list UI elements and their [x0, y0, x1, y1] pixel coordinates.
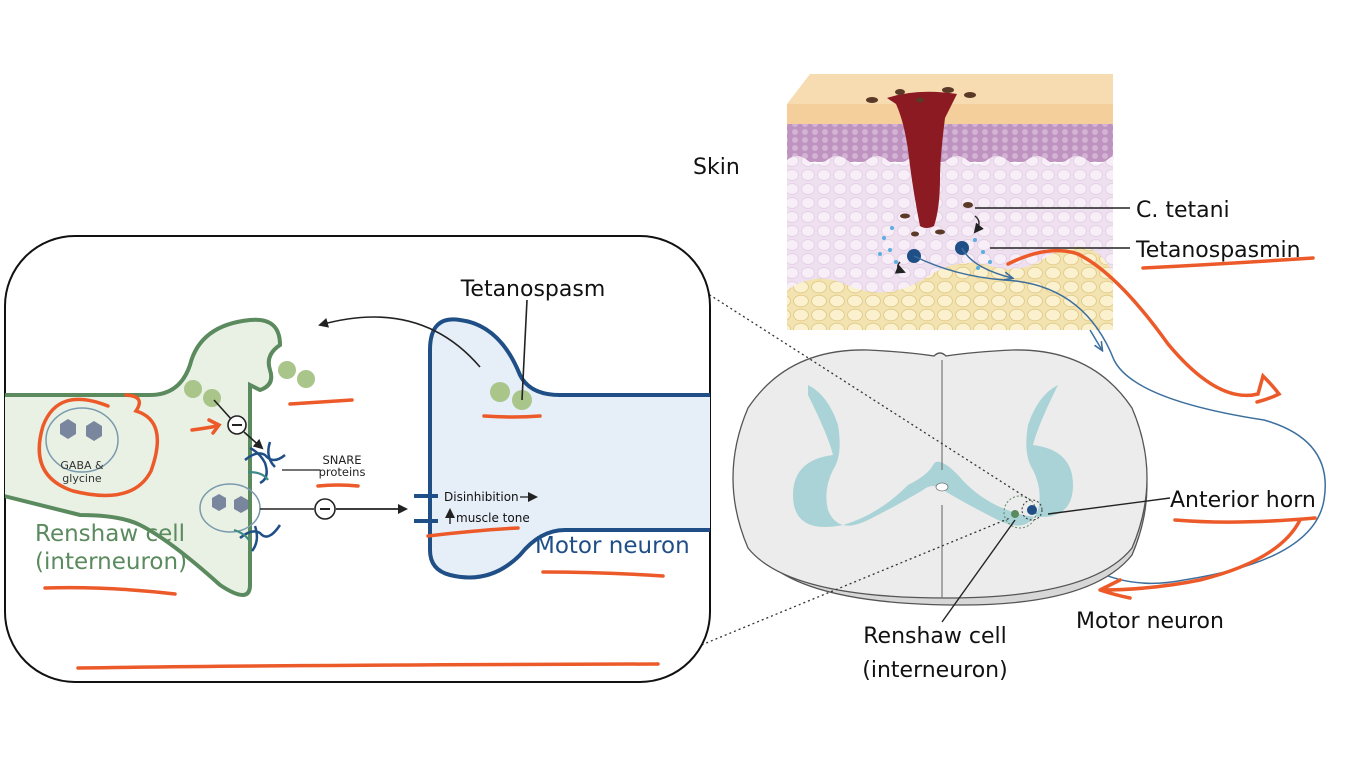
anterior-horn-marker	[1021, 499, 1043, 521]
zoom-line-bottom	[659, 517, 1011, 663]
motor-neuron-body	[1027, 505, 1037, 515]
tetanospasm-label: Tetanospasm	[460, 277, 606, 302]
motor-neuron-left-label: Motor neuron	[535, 533, 690, 559]
anterior-horn-label: Anterior horn	[1170, 488, 1316, 513]
skin-illustration	[787, 74, 1115, 330]
snare-label-2: proteins	[319, 465, 366, 479]
spinal-cord-cross-section	[732, 349, 1148, 606]
gaba-label-1: GABA &	[60, 459, 104, 472]
gaba-vesicle-right	[199, 483, 261, 533]
gray-matter	[793, 385, 1073, 527]
renshaw-right-label-2: (interneuron)	[862, 658, 1007, 683]
renshaw-right-label-1: Renshaw cell	[863, 624, 1007, 649]
bacteria-spores	[866, 87, 976, 237]
snare-proteins	[239, 441, 286, 552]
retrograde-arrow	[318, 316, 481, 368]
renshaw-cell-body	[1011, 510, 1019, 518]
renshaw-left-label-2: (interneuron)	[35, 549, 187, 575]
motor-neuron-right-label: Motor neuron	[1076, 609, 1224, 634]
skin-label: Skin	[693, 155, 740, 180]
central-canal	[935, 482, 949, 492]
puncture-wound	[887, 91, 957, 228]
gaba-label-2: glycine	[62, 472, 102, 485]
muscle-tone-label: muscle tone	[456, 511, 530, 525]
hand-annotations	[37, 248, 1317, 670]
subcutaneous-fat	[787, 246, 1113, 330]
renshaw-left-label-1: Renshaw cell	[35, 521, 185, 547]
snare-label-1: SNARE	[322, 453, 361, 467]
c-tetani-label: C. tetani	[1136, 198, 1230, 223]
disinhibition-label: Disinhibition	[444, 490, 519, 504]
synapse-zoom-panel: GABA & glycine Tetanospasm	[4, 235, 711, 683]
tetanospasmin-label: Tetanospasmin	[1135, 238, 1301, 263]
gaba-vesicle-left	[45, 407, 119, 473]
epidermis-layer	[787, 124, 1113, 162]
epidermis-outer	[787, 104, 1113, 124]
tetanospasmin-dots	[878, 226, 992, 270]
